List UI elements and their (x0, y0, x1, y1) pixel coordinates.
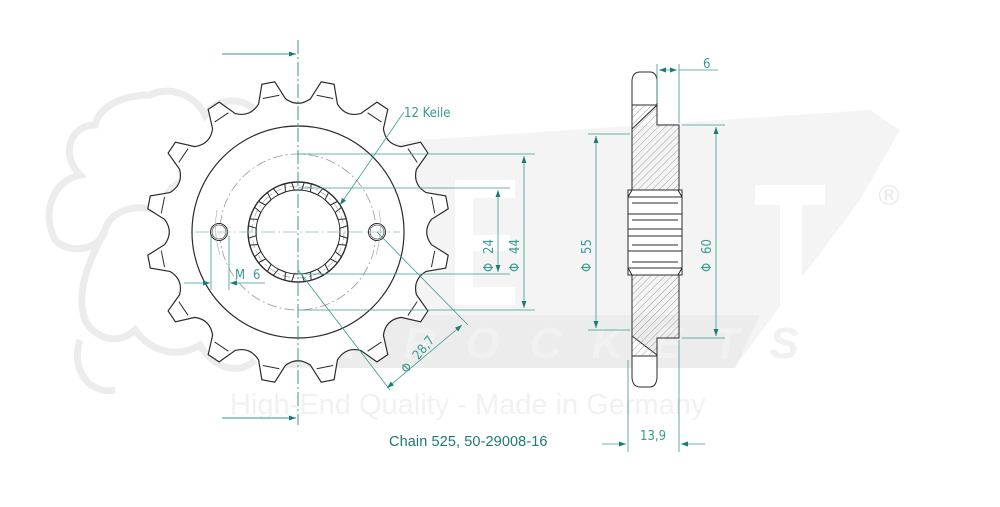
front-dimensions (184, 111, 535, 391)
watermark-gear-icon (45, 87, 260, 395)
side-dimension-labels: 6 13,9 Φ 55 Φ 60 (580, 57, 715, 444)
side-dimensions (588, 64, 725, 452)
dia-60-label: 60 (700, 239, 715, 254)
phi-24-symbol: Φ (482, 263, 497, 272)
m-size-label: 6 (253, 268, 260, 283)
spline-teeth (248, 182, 348, 282)
dia-24-label: 24 (482, 239, 497, 254)
phi-55-symbol: Φ (580, 263, 595, 272)
watermark-band (270, 110, 900, 360)
width-13-9-label: 13,9 (640, 429, 666, 444)
keile-label: 12 Keile (404, 106, 451, 121)
offset-6-label: 6 (703, 57, 710, 72)
side-section-view (627, 71, 683, 388)
m-label: M (235, 268, 245, 283)
phi-60-symbol: Φ (700, 263, 715, 272)
dia-44-label: 44 (508, 239, 523, 254)
dia-55-label: 55 (580, 239, 595, 254)
watermark-tagline: High-End Quality - Made in Germany (230, 389, 706, 421)
part-caption: Chain 525, 50-29008-16 (389, 434, 548, 450)
tooth-tips (160, 94, 436, 370)
phi-44-symbol: Φ (508, 263, 523, 272)
watermark-registered: ® (875, 179, 903, 212)
